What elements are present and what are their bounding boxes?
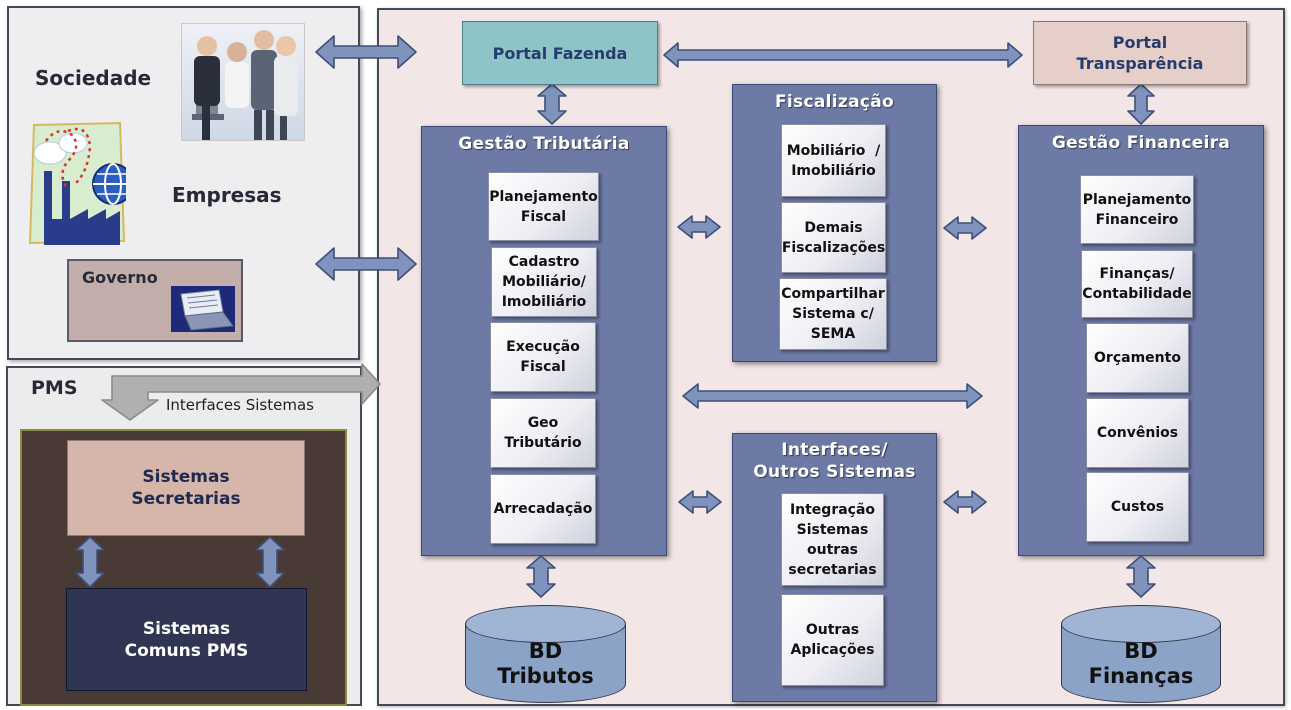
pms-title: PMS	[31, 377, 78, 399]
geo-tributario-item: Geo Tributário	[490, 398, 596, 468]
sistemas-comuns-box: Sistemas Comuns PMS	[66, 588, 307, 691]
governo-box: Governo	[67, 259, 243, 342]
planejamento-financeiro-item: Planejamento Financeiro	[1080, 175, 1194, 244]
empresas-label: Empresas	[172, 183, 282, 207]
mobiliario-imobiliario-item: Mobiliário / Imobiliário	[781, 124, 886, 197]
fiscalizacao-title: Fiscalização	[775, 92, 894, 112]
sociedade-label: Sociedade	[35, 66, 152, 90]
demais-fiscalizacoes-item: Demais Fiscalizações	[781, 202, 886, 273]
convenios-item: Convênios	[1086, 398, 1189, 468]
orcamento-item: Orçamento	[1086, 323, 1189, 393]
integracao-sistemas-item: Integração Sistemas outras secretarias	[781, 493, 884, 586]
portal-fazenda-label: Portal Fazenda	[492, 43, 628, 63]
financas-contabilidade-item: Finanças/ Contabilidade	[1081, 250, 1193, 318]
laptop-icon	[171, 286, 235, 332]
portal-transparencia-label: Portal Transparência	[1076, 33, 1204, 73]
sistemas-secretarias-label: Sistemas Secretarias	[131, 467, 241, 509]
people-icon	[192, 30, 298, 140]
planejamento-fiscal-item: Planejamento Fiscal	[488, 172, 599, 241]
governo-label: Governo	[82, 268, 158, 287]
interfaces-sistemas-label: Interfaces Sistemas	[166, 396, 314, 414]
bd-financas-database: BD Finanças	[1061, 605, 1221, 703]
execucao-fiscal-item: Execução Fiscal	[490, 322, 596, 392]
portal-fazenda-box: Portal Fazenda	[462, 21, 658, 85]
cadastro-item: Cadastro Mobiliário/ Imobiliário	[491, 247, 597, 317]
people-photo	[181, 23, 305, 141]
custos-item: Custos	[1086, 472, 1189, 542]
interfaces-title: Interfaces/ Outros Sistemas	[753, 440, 916, 482]
compartilhar-sistema-item: Compartilhar Sistema c/ SEMA	[779, 278, 887, 350]
bd-tributos-label: BD Tributos	[497, 639, 594, 688]
sistemas-secretarias-box: Sistemas Secretarias	[67, 440, 305, 536]
portal-transparencia-box: Portal Transparência	[1033, 21, 1247, 85]
sistemas-comuns-label: Sistemas Comuns PMS	[124, 618, 249, 661]
outras-aplicacoes-item: Outras Aplicações	[781, 594, 884, 686]
bd-tributos-database: BD Tributos	[465, 605, 626, 703]
factory-globe-icon	[28, 121, 134, 245]
gestao-tributaria-title: Gestão Tributária	[458, 134, 630, 154]
gestao-financeira-title: Gestão Financeira	[1051, 133, 1231, 153]
arrecadacao-item: Arrecadação	[490, 474, 596, 544]
bd-financas-label: BD Finanças	[1088, 639, 1194, 688]
